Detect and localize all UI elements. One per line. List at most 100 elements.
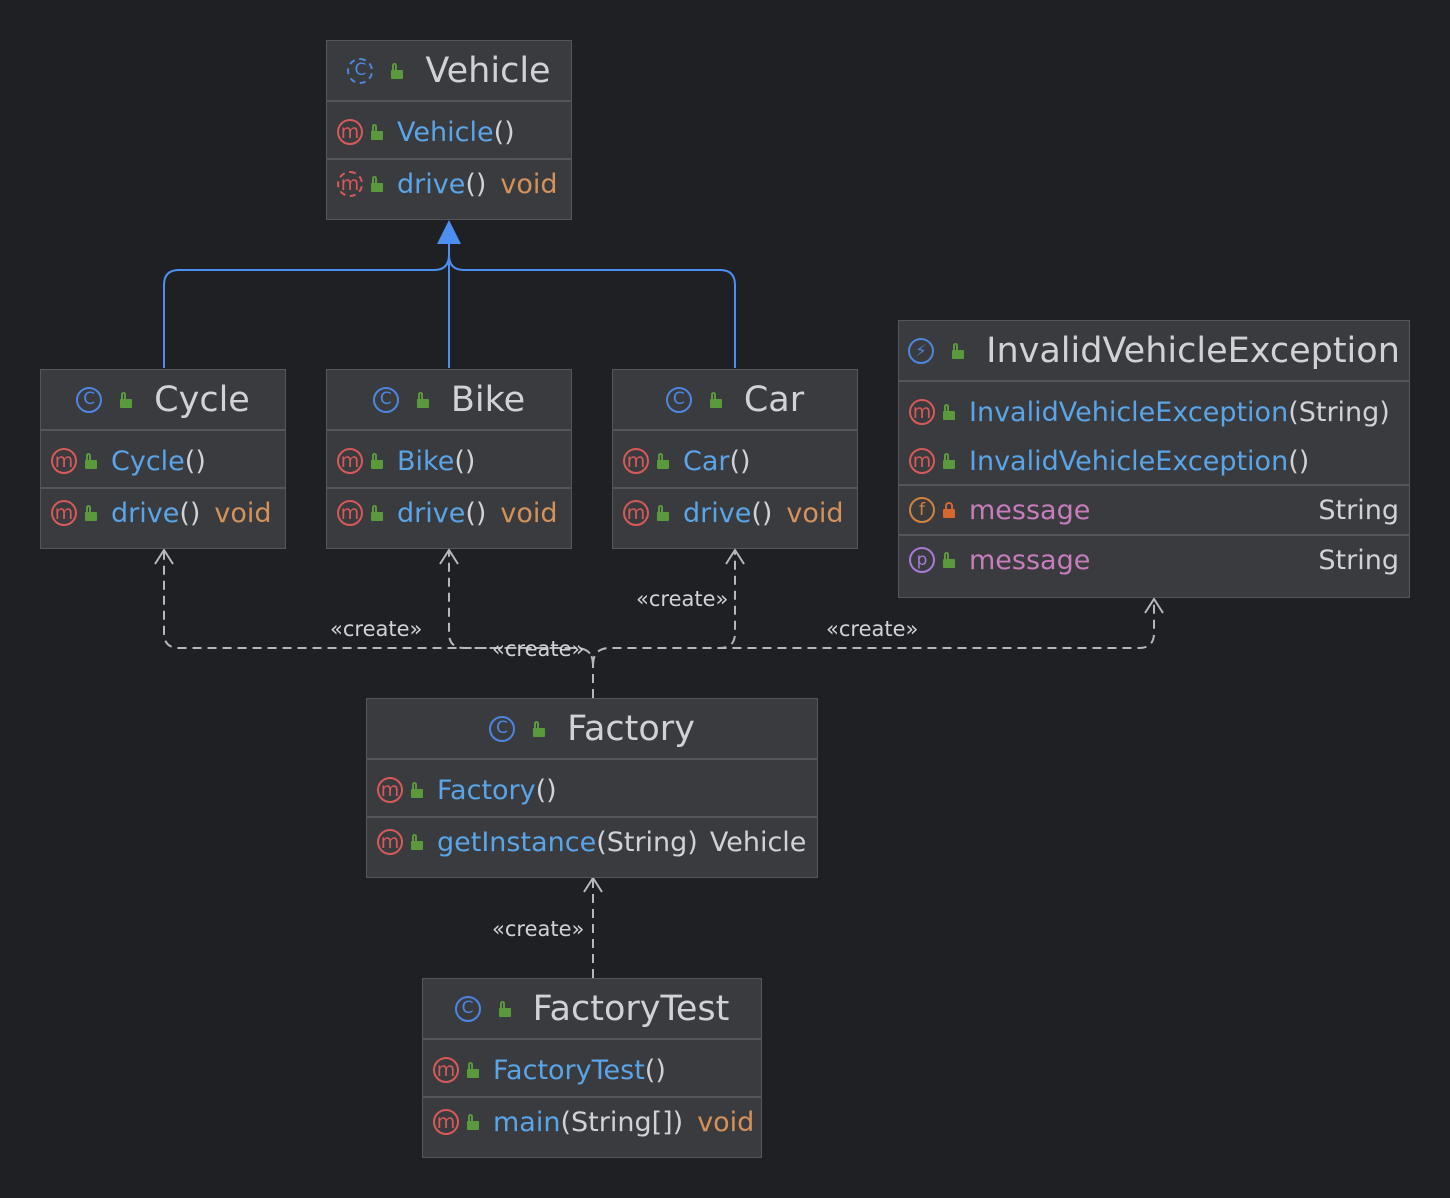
method-icon: m — [337, 448, 363, 474]
class-icon: C — [454, 995, 481, 1022]
class-header: C FactoryTest — [423, 979, 761, 1040]
public-lock-icon — [467, 1114, 479, 1130]
method-params: () — [454, 445, 476, 477]
class-node-invalid-vehicle-exception[interactable]: ⚡ InvalidVehicleException m InvalidVehic… — [898, 320, 1410, 598]
member-row[interactable]: m drive() void — [41, 487, 285, 537]
exception-class-icon: ⚡ — [908, 337, 935, 364]
method-name: getInstance — [437, 826, 597, 858]
open-arrowhead-cycle — [154, 548, 174, 565]
abstract-class-icon: C — [347, 57, 374, 84]
edge-label-create-bike: «create» — [492, 637, 585, 661]
dependency-edge-bike — [448, 552, 594, 666]
class-name: Factory — [567, 708, 695, 749]
public-lock-icon — [533, 720, 546, 737]
class-icon: C — [372, 386, 399, 413]
inheritance-arrowhead — [437, 220, 461, 244]
method-icon: m — [51, 500, 77, 526]
public-lock-icon — [943, 552, 955, 568]
edge-label-create-exception: «create» — [826, 617, 919, 641]
member-row[interactable]: m drive() void — [613, 487, 857, 537]
member-row[interactable]: m FactoryTest() — [423, 1040, 761, 1096]
field-row[interactable]: f message String — [899, 484, 1409, 534]
method-name: drive — [683, 497, 752, 529]
class-node-factory-test[interactable]: C FactoryTest m FactoryTest() m main(Str… — [422, 978, 762, 1158]
method-name: main — [493, 1106, 561, 1138]
class-node-factory[interactable]: C Factory m Factory() m getInstance(Stri… — [366, 698, 818, 878]
public-lock-icon — [371, 176, 383, 192]
method-icon: m — [909, 448, 935, 474]
class-icon: C — [76, 386, 103, 413]
method-name: InvalidVehicleException — [969, 396, 1289, 428]
return-type: void — [214, 497, 272, 529]
method-icon: m — [623, 448, 649, 474]
open-arrowhead-car — [725, 548, 745, 565]
member-row[interactable]: m Bike() — [327, 431, 571, 487]
class-header: ⚡ InvalidVehicleException — [899, 321, 1409, 382]
method-params: () — [1288, 445, 1310, 477]
public-lock-icon — [943, 453, 955, 469]
open-arrowhead-exception — [1144, 597, 1164, 614]
method-params: (String) — [1288, 396, 1390, 428]
method-name: InvalidVehicleException — [969, 445, 1289, 477]
dependency-edge-exception — [592, 601, 1155, 666]
class-header: C Car — [613, 370, 857, 431]
class-node-car[interactable]: C Car m Car() m drive() void — [612, 369, 858, 549]
public-lock-icon — [120, 391, 133, 408]
method-name: drive — [397, 168, 466, 200]
field-type: String — [1318, 494, 1399, 526]
class-icon: C — [665, 386, 692, 413]
property-row[interactable]: p message String — [899, 534, 1409, 584]
inheritance-edge-car — [448, 254, 736, 368]
method-icon: m — [377, 829, 403, 855]
public-lock-icon — [952, 342, 965, 359]
method-icon: m — [909, 399, 935, 425]
class-name: Vehicle — [425, 50, 551, 91]
class-node-cycle[interactable]: C Cycle m Cycle() m drive() void — [40, 369, 286, 549]
method-name: drive — [111, 497, 180, 529]
method-icon: m — [623, 500, 649, 526]
class-name: Bike — [450, 379, 526, 420]
public-lock-icon — [416, 391, 429, 408]
public-lock-icon — [411, 834, 423, 850]
abstract-method-icon: m — [337, 171, 363, 197]
public-lock-icon — [657, 505, 669, 521]
open-arrowhead-factory — [583, 876, 603, 893]
field-icon: f — [909, 497, 935, 523]
return-type: void — [786, 497, 844, 529]
private-lock-icon — [943, 502, 955, 518]
member-row[interactable]: m Car() — [613, 431, 857, 487]
return-type: Vehicle — [709, 826, 807, 858]
member-row[interactable]: m main(String[]) void — [423, 1096, 761, 1146]
class-name: Cycle — [154, 379, 250, 420]
method-name: FactoryTest — [493, 1054, 645, 1086]
member-row[interactable]: m Factory() — [367, 760, 817, 816]
public-lock-icon — [85, 453, 97, 469]
class-icon: C — [489, 715, 516, 742]
public-lock-icon — [371, 124, 383, 140]
member-row[interactable]: m Vehicle() — [327, 102, 571, 158]
return-type: void — [500, 497, 558, 529]
member-row[interactable]: m drive() void — [327, 158, 571, 208]
member-row[interactable]: m Cycle() — [41, 431, 285, 487]
method-icon: m — [51, 448, 77, 474]
member-row[interactable]: m drive() void — [327, 487, 571, 537]
method-name: Factory — [437, 774, 536, 806]
member-row[interactable]: m getInstance(String) Vehicle — [367, 816, 817, 866]
return-type: void — [697, 1106, 755, 1138]
class-header: C Bike — [327, 370, 571, 431]
member-row[interactable]: m InvalidVehicleException(String) — [899, 382, 1409, 438]
public-lock-icon — [411, 782, 423, 798]
member-row[interactable]: m InvalidVehicleException() — [899, 438, 1409, 484]
method-name: Cycle — [111, 445, 185, 477]
method-params: () — [644, 1054, 666, 1086]
method-params: () — [179, 497, 201, 529]
class-node-bike[interactable]: C Bike m Bike() m drive() void — [326, 369, 572, 549]
method-params: () — [751, 497, 773, 529]
class-node-vehicle[interactable]: C Vehicle m Vehicle() m drive() void — [326, 40, 572, 220]
public-lock-icon — [371, 505, 383, 521]
class-header: C Vehicle — [327, 41, 571, 102]
method-icon: m — [337, 119, 363, 145]
open-arrowhead-bike — [439, 548, 459, 565]
edge-label-create-factory: «create» — [492, 917, 585, 941]
